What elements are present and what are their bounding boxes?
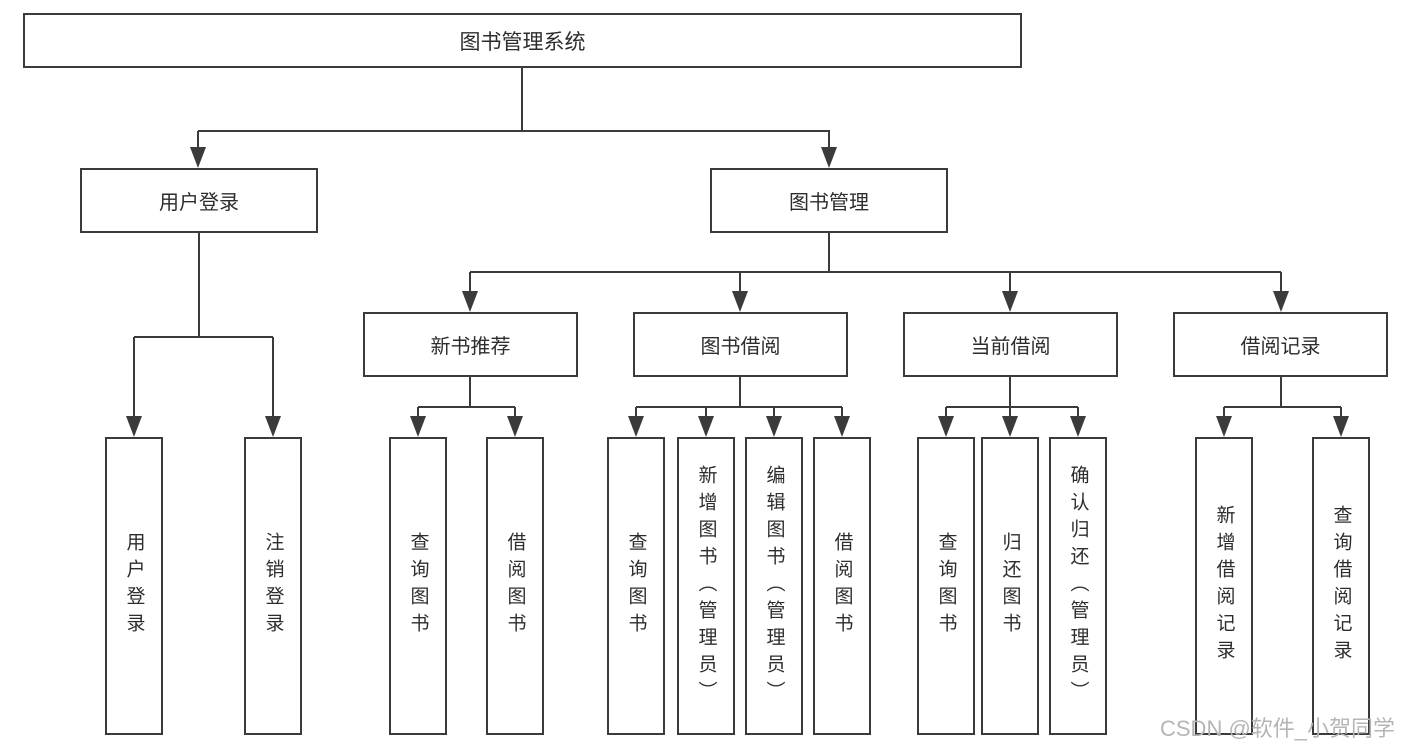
watermark: CSDN @软件_小贺同学 — [1160, 716, 1396, 741]
leaf-add-book-admin: 新增图书（管理员） — [677, 437, 735, 735]
node-book-borrowing: 图书借阅 — [633, 312, 848, 377]
node-label: 图书管理系统 — [459, 30, 586, 54]
node-borrowing-records: 借阅记录 — [1173, 312, 1388, 377]
node-label: 图书管理 — [789, 192, 869, 214]
node-label: 当前借阅 — [970, 336, 1051, 358]
node-label: 用户登录 — [159, 192, 239, 214]
leaf-label: 新增图书（管理员） — [695, 464, 717, 708]
leaf-edit-book-admin: 编辑图书（管理员） — [745, 437, 803, 735]
leaf-user-login: 用户登录 — [105, 437, 163, 735]
leaf-label: 查询图书 — [407, 532, 429, 640]
leaf-label: 注销登录 — [262, 532, 284, 640]
leaf-label: 用户登录 — [123, 532, 145, 640]
leaf-query-books-recommend: 查询图书 — [389, 437, 447, 735]
leaf-label: 新增借阅记录 — [1213, 505, 1235, 667]
leaf-return-book: 归还图书 — [981, 437, 1039, 735]
leaf-label: 确认归还（管理员） — [1067, 464, 1089, 708]
leaf-borrow-books-borrowing: 借阅图书 — [813, 437, 871, 735]
leaf-query-borrow-record: 查询借阅记录 — [1312, 437, 1370, 735]
leaf-query-books-current: 查询图书 — [917, 437, 975, 735]
node-label: 新书推荐 — [430, 336, 511, 358]
leaf-label: 查询图书 — [625, 532, 647, 640]
leaf-query-books-borrowing: 查询图书 — [607, 437, 665, 735]
node-new-book-recommendation: 新书推荐 — [363, 312, 578, 377]
node-user-login: 用户登录 — [80, 168, 318, 233]
leaf-label: 查询图书 — [935, 532, 957, 640]
node-library-management-system: 图书管理系统 — [23, 13, 1022, 68]
node-label: 图书借阅 — [700, 336, 781, 358]
node-current-borrowing: 当前借阅 — [903, 312, 1118, 377]
leaf-add-borrow-record: 新增借阅记录 — [1195, 437, 1253, 735]
leaf-label: 借阅图书 — [831, 532, 853, 640]
node-label: 借阅记录 — [1240, 336, 1321, 358]
leaf-confirm-return-admin: 确认归还（管理员） — [1049, 437, 1107, 735]
node-book-management: 图书管理 — [710, 168, 948, 233]
leaf-borrow-books-recommend: 借阅图书 — [486, 437, 544, 735]
leaf-label: 编辑图书（管理员） — [763, 464, 785, 708]
leaf-label: 查询借阅记录 — [1330, 505, 1352, 667]
leaf-logout: 注销登录 — [244, 437, 302, 735]
leaf-label: 归还图书 — [999, 532, 1021, 640]
leaf-label: 借阅图书 — [504, 532, 526, 640]
